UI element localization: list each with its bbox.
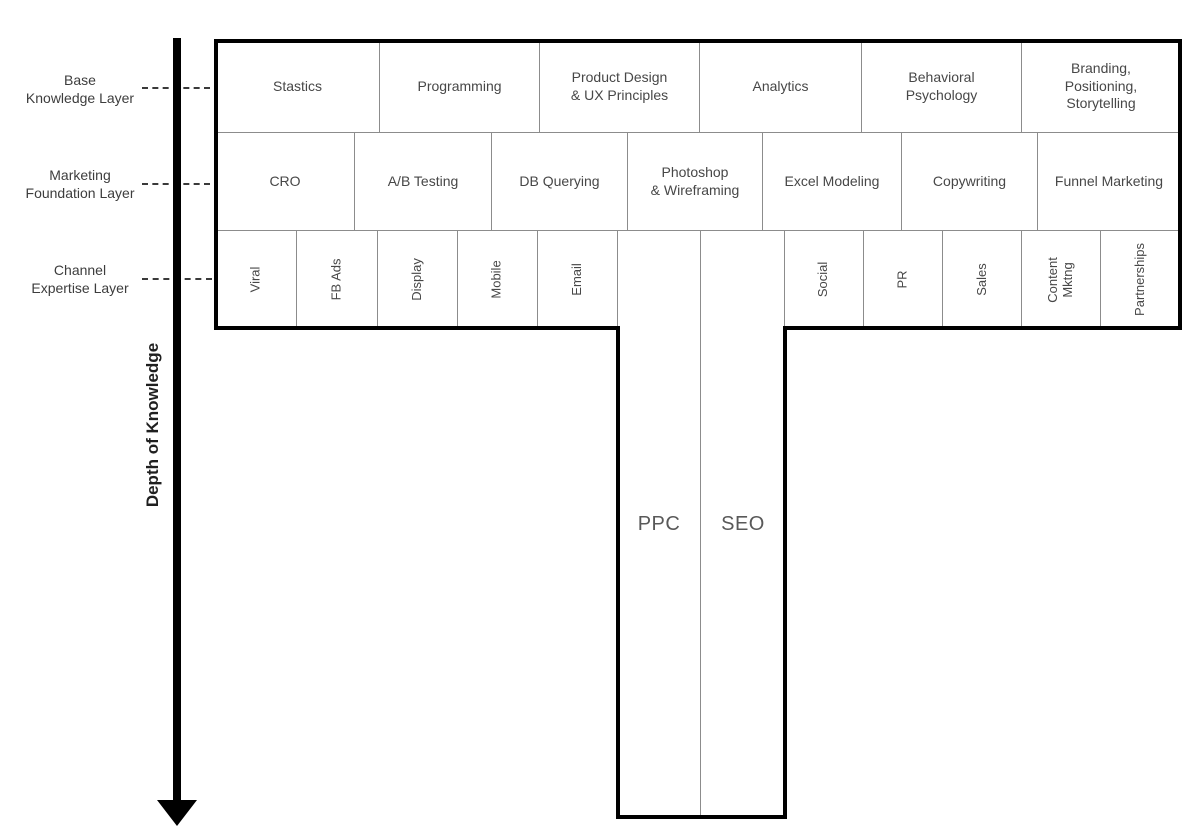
depth-axis-arrow-shaft — [173, 38, 181, 802]
cell-product-design-ux: Product Design & UX Principles — [540, 41, 700, 132]
cell-ppc: PPC — [618, 231, 701, 817]
layer-label-marketing-foundation: Marketing Foundation Layer — [25, 167, 135, 202]
layer-label-channel-expertise: Channel Expertise Layer — [31, 262, 129, 297]
row-base-knowledge: Stastics Programming Product Design & UX… — [216, 41, 1180, 133]
cell-seo: SEO — [721, 512, 765, 535]
depth-axis-title: Depth of Knowledge — [143, 342, 162, 508]
cell-email: Email — [538, 231, 618, 328]
cell-excel-modeling: Excel Modeling — [763, 133, 902, 230]
row-marketing-foundation: CRO A/B Testing DB Querying Photoshop & … — [216, 133, 1180, 231]
cell-photoshop-wireframing: Photoshop & Wireframing — [628, 133, 763, 230]
layer-label-base-knowledge: Base Knowledge Layer — [25, 72, 135, 107]
cell-programming: Programming — [380, 41, 540, 132]
cell-display: Display — [378, 231, 458, 328]
cell-fb-ads: FB Ads — [297, 231, 378, 328]
arrow-down-icon — [157, 800, 197, 826]
deep-expertise-columns: PPC SEO — [618, 231, 785, 817]
cell-copywriting: Copywriting — [902, 133, 1038, 230]
cell-viral: Viral — [216, 231, 297, 328]
cell-behavioral-psychology: Behavioral Psychology — [862, 41, 1022, 132]
cell-sales: Sales — [943, 231, 1022, 328]
cell-db-querying: DB Querying — [492, 133, 628, 230]
cell-content-mktng: Content Mktng — [1022, 231, 1101, 328]
cell-analytics: Analytics — [700, 41, 862, 132]
cell-partnerships: Partnerships — [1132, 243, 1148, 316]
cell-branding-positioning-storytelling: Branding, Positioning, Storytelling — [1064, 60, 1138, 112]
cell-mobile: Mobile — [458, 231, 538, 328]
cell-stastics: Stastics — [216, 41, 380, 132]
cell-funnel-marketing: Funnel Marketing — [1054, 172, 1164, 189]
cell-ab-testing: A/B Testing — [355, 133, 492, 230]
cell-social: Social — [785, 231, 864, 328]
cell-cro: CRO — [216, 133, 355, 230]
cell-pr: PR — [864, 231, 943, 328]
